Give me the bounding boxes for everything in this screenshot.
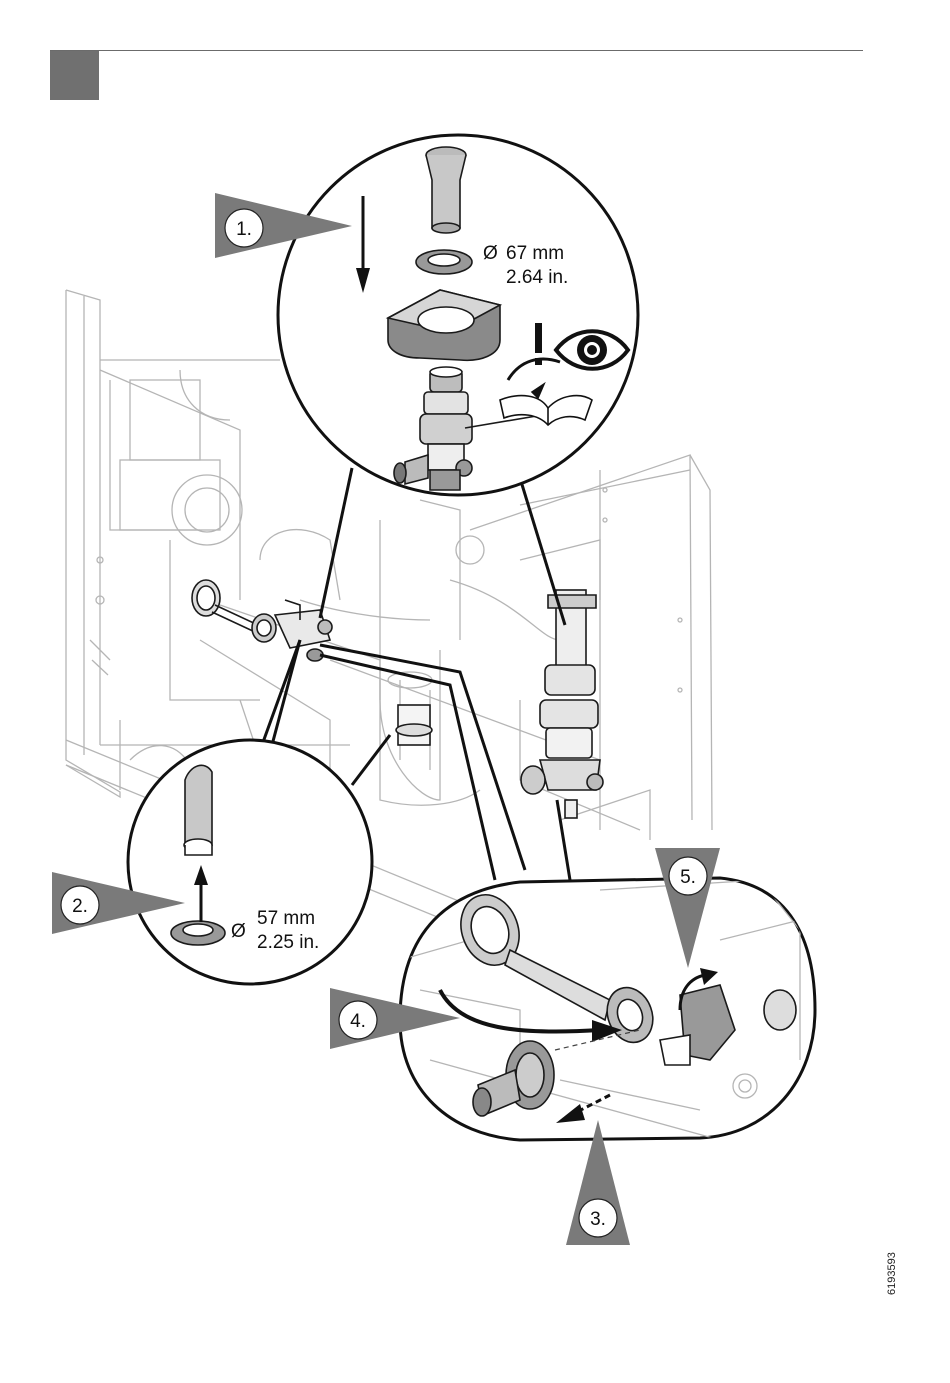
- step-label-2: 2.: [72, 896, 88, 917]
- callout-left: Ø 57 mm 2.25 in.: [128, 740, 372, 984]
- document-number: 6193593: [886, 1252, 898, 1295]
- callout-bottom-right: [400, 878, 815, 1140]
- diameter-mm-left: 57 mm: [257, 908, 315, 929]
- diameter-in-left: 2.25 in.: [257, 932, 319, 953]
- step-label-1: 1.: [236, 219, 252, 240]
- diameter-symbol-top: Ø: [483, 243, 498, 264]
- step-label-4: 4.: [350, 1011, 366, 1032]
- step-label-3: 3.: [590, 1209, 606, 1230]
- diameter-symbol-left: Ø: [231, 921, 246, 942]
- step-label-5: 5.: [680, 867, 696, 888]
- callout-top: Ø 67 mm 2.64 in.: [278, 135, 638, 495]
- diameter-in-top: 2.64 in.: [506, 267, 568, 288]
- diameter-mm-top: 67 mm: [506, 243, 564, 264]
